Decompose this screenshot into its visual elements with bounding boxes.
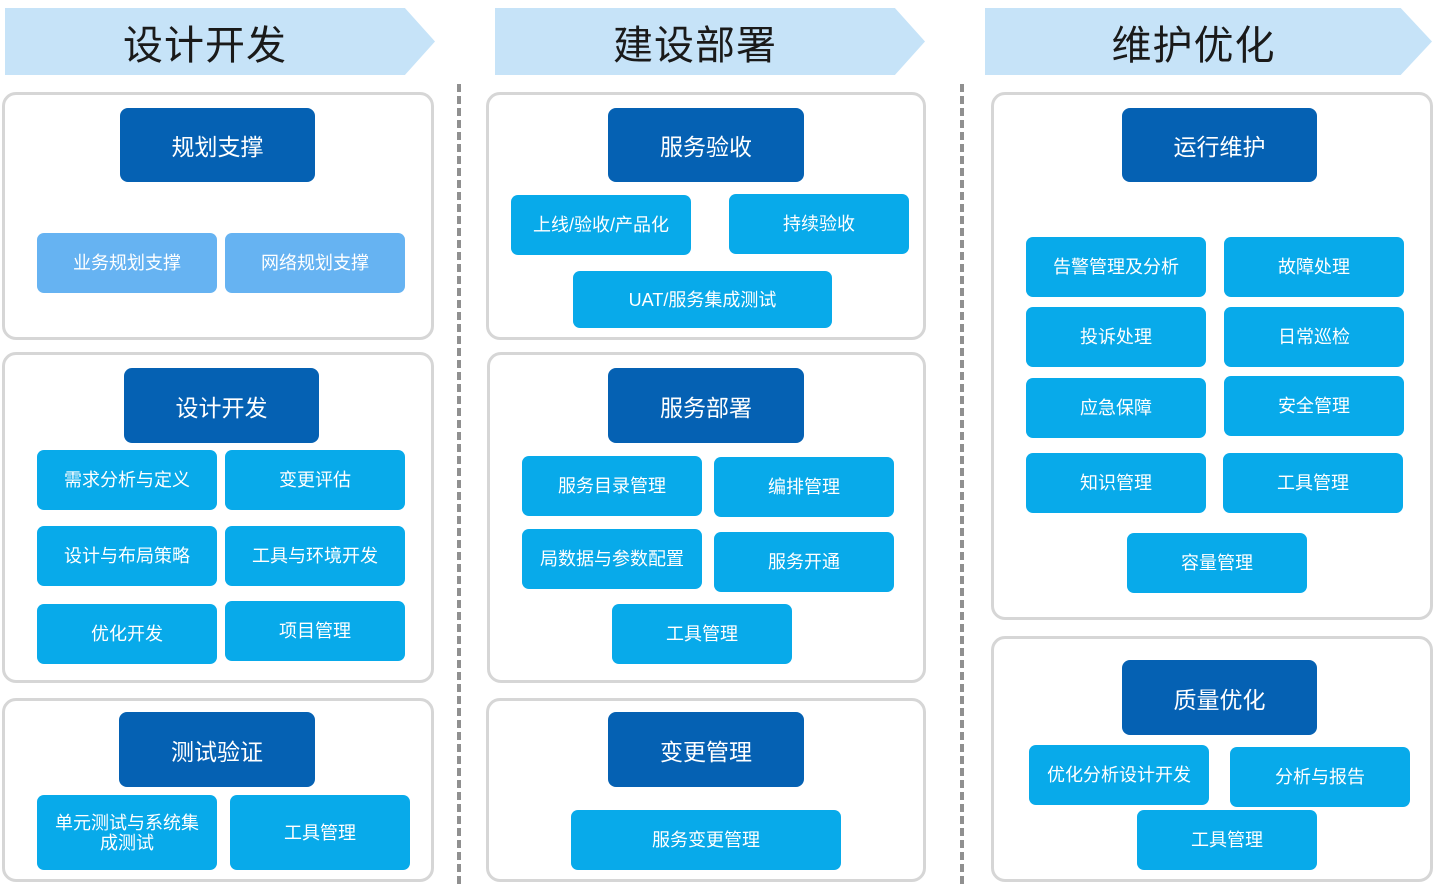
item-requirements-analysis: 需求分析与定义 (37, 450, 217, 510)
item-optimization-analysis-design: 优化分析设计开发 (1029, 745, 1209, 805)
item-change-assessment: 变更评估 (225, 450, 405, 510)
phase-arrow-build-deploy: 建设部署 (495, 8, 925, 75)
section-header-planning-support: 规划支撑 (120, 108, 315, 182)
section-header-operation-maintenance: 运行维护 (1122, 108, 1317, 182)
item-tool-management-col3-quality: 工具管理 (1137, 810, 1317, 870)
item-tool-management-col3-ops: 工具管理 (1223, 453, 1403, 513)
item-capacity-management: 容量管理 (1127, 533, 1307, 593)
item-optimization-development: 优化开发 (37, 604, 217, 664)
item-unit-system-integration-test: 单元测试与系统集成测试 (37, 795, 217, 870)
item-daily-inspection: 日常巡检 (1224, 307, 1404, 367)
item-complaint-handling: 投诉处理 (1026, 307, 1206, 367)
item-tool-management-col1: 工具管理 (230, 795, 410, 870)
phase-arrow-design-develop: 设计开发 (5, 8, 435, 75)
item-analysis-reporting: 分析与报告 (1230, 747, 1410, 807)
item-business-planning-support: 业务规划支撑 (37, 233, 217, 293)
item-orchestration-management: 编排管理 (714, 457, 894, 517)
item-uat-service-integration-test: UAT/服务集成测试 (573, 271, 832, 328)
item-continuous-acceptance: 持续验收 (729, 194, 909, 254)
item-alarm-management-analysis: 告警管理及分析 (1026, 237, 1206, 297)
item-launch-acceptance-productization: 上线/验收/产品化 (511, 195, 691, 255)
section-header-change-management: 变更管理 (608, 712, 804, 787)
section-header-quality-optimization: 质量优化 (1122, 660, 1317, 735)
item-fault-handling: 故障处理 (1224, 237, 1404, 297)
column-divider-left (457, 84, 461, 884)
column-divider-right (960, 84, 964, 884)
item-tool-management-col2: 工具管理 (612, 604, 792, 664)
item-service-change-management: 服务变更管理 (571, 810, 841, 870)
item-service-catalog-management: 服务目录管理 (522, 456, 702, 516)
section-header-design-develop: 设计开发 (124, 368, 319, 443)
item-emergency-support: 应急保障 (1026, 378, 1206, 438)
phase-arrow-maintain-optimize: 维护优化 (985, 8, 1432, 75)
item-project-management: 项目管理 (225, 601, 405, 661)
item-office-data-parameter-config: 局数据与参数配置 (522, 529, 702, 589)
item-knowledge-management: 知识管理 (1026, 453, 1206, 513)
section-header-testing-verification: 测试验证 (119, 712, 315, 787)
item-network-planning-support: 网络规划支撑 (225, 233, 405, 293)
section-header-service-acceptance: 服务验收 (608, 108, 804, 182)
section-header-service-deployment: 服务部署 (608, 368, 804, 443)
item-design-layout-strategy: 设计与布局策略 (37, 526, 217, 586)
item-tools-environment-development: 工具与环境开发 (225, 526, 405, 586)
item-service-provisioning: 服务开通 (714, 532, 894, 592)
item-security-management: 安全管理 (1224, 376, 1404, 436)
